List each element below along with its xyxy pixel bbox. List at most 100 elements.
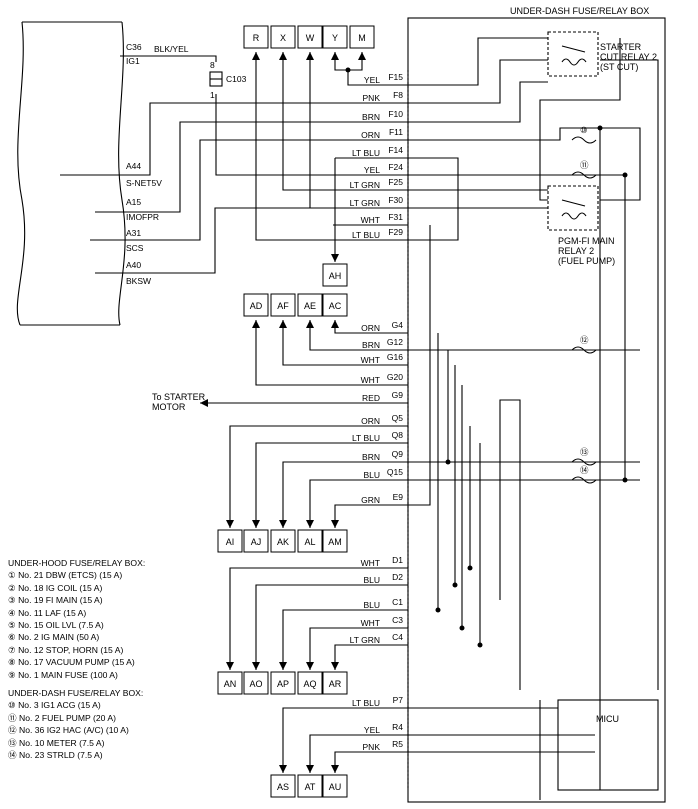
terminal-pin-label: F11 <box>389 127 403 137</box>
terminal-pin-label: F10 <box>388 109 403 119</box>
svg-text:AD: AD <box>250 301 263 311</box>
connector-AP: AP <box>270 671 296 695</box>
ecm-pin-a15: A15 <box>126 197 141 207</box>
pgmfi-label-3: (FUEL PUMP) <box>558 256 615 266</box>
terminal-pin-label: F15 <box>388 72 403 82</box>
wire-color-label: ORN <box>361 323 380 333</box>
terminal-pin-label: Q9 <box>392 449 404 459</box>
wire-color-label: PNK <box>363 93 381 103</box>
connector-AK: AK <box>270 529 296 553</box>
wire-color-label: LT BLU <box>352 148 380 158</box>
pgmfi-label-2: RELAY 2 <box>558 246 594 256</box>
wire-color-label: BLU <box>363 600 380 610</box>
starter-motor-label-1: To STARTER <box>152 392 206 402</box>
connector-AD: AD <box>243 293 269 317</box>
svg-text:AN: AN <box>224 679 237 689</box>
c103-pin-8: 8 <box>210 60 215 70</box>
connector-AI: AI <box>217 529 243 553</box>
svg-text:AC: AC <box>329 301 342 311</box>
micu-box <box>557 699 659 791</box>
svg-text:W: W <box>306 33 315 43</box>
connector-M: M <box>349 25 375 49</box>
legend-item: ⑦ No. 12 STOP, HORN (15 A) <box>8 644 124 655</box>
terminal-pin-label: G9 <box>392 390 404 400</box>
wire-color-label: LT BLU <box>352 230 380 240</box>
svg-text:AQ: AQ <box>303 679 316 689</box>
wire-color-label: WHT <box>361 558 380 568</box>
pgmfi-relay-box <box>547 185 599 231</box>
terminal-pin-label: Q5 <box>392 413 404 423</box>
svg-text:Y: Y <box>332 33 338 43</box>
terminal-pin-label: C1 <box>392 597 403 607</box>
connector-AC: AC <box>322 293 348 317</box>
terminal-pin-label: F8 <box>393 90 403 100</box>
legend-item: ⑫ No. 36 IG2 HAC (A/C) (10 A) <box>8 725 129 736</box>
svg-text:R: R <box>253 33 260 43</box>
connector-R: R <box>243 25 269 49</box>
terminal-pin-label: G12 <box>387 337 403 347</box>
fuse-13-symbol <box>571 458 597 466</box>
terminal-pin-label: F25 <box>388 177 403 187</box>
fuse-10-label: ⑩ <box>580 125 588 135</box>
svg-text:AM: AM <box>328 537 342 547</box>
connector-W: W <box>297 25 323 49</box>
pgmfi-label-1: PGM-FI MAIN <box>558 236 615 246</box>
terminal-pin-label: G4 <box>392 320 404 330</box>
wire-color-label: LT GRN <box>350 180 380 190</box>
wire-color-label: YEL <box>364 725 380 735</box>
connector-AO: AO <box>243 671 269 695</box>
svg-text:AU: AU <box>329 782 342 792</box>
legend-item: ④ No. 11 LAF (15 A) <box>8 607 87 618</box>
wire-color-label: PNK <box>363 742 381 752</box>
terminal-pin-label: F31 <box>388 212 403 222</box>
svg-text:AE: AE <box>304 301 316 311</box>
terminal-pin-label: F24 <box>388 162 403 172</box>
wire-color-label: WHT <box>361 215 380 225</box>
wire-color-label: ORN <box>361 130 380 140</box>
connector-AL: AL <box>297 529 323 553</box>
wire-color-label: BRN <box>362 112 380 122</box>
fuse-14-symbol <box>571 476 597 484</box>
wire-color-label: GRN <box>361 495 380 505</box>
connector-AT: AT <box>297 774 323 798</box>
terminal-pin-label: F29 <box>388 227 403 237</box>
wire-color-label: LT BLU <box>352 698 380 708</box>
svg-text:AL: AL <box>304 537 315 547</box>
c103-pin-1: 1 <box>210 90 215 100</box>
terminal-pin-label: D1 <box>392 555 403 565</box>
wire-color-label: BRN <box>362 452 380 462</box>
box-title: UNDER-DASH FUSE/RELAY BOX <box>510 6 649 16</box>
ecm-pin-c36: C36 <box>126 42 142 52</box>
legend-item: ⑪ No. 2 FUEL PUMP (20 A) <box>8 712 116 723</box>
fuse-12-symbol <box>571 346 597 354</box>
legend-item: ⑭ No. 23 STRLD (7.5 A) <box>8 750 103 761</box>
legend-item: ⑧ No. 17 VACUUM PUMP (15 A) <box>8 657 135 668</box>
wire-color-label: BRN <box>362 340 380 350</box>
svg-text:X: X <box>280 33 286 43</box>
wire-color-label: ORN <box>361 416 380 426</box>
terminal-pin-label: Q15 <box>387 467 403 477</box>
wire-color-label: YEL <box>364 165 380 175</box>
legend-item: ⑥ No. 2 IG MAIN (50 A) <box>8 632 100 643</box>
ecm-signal-imofpr: IMOFPR <box>126 212 159 222</box>
ecm-right-edge <box>118 21 126 326</box>
ecm-pin-a31: A31 <box>126 228 141 238</box>
connector-AJ: AJ <box>243 529 269 553</box>
wire-color-label: RED <box>362 393 380 403</box>
ecm-signal-scs: SCS <box>126 243 144 253</box>
terminal-pin-label: R4 <box>392 722 403 732</box>
wire-color-label: BLU <box>363 470 380 480</box>
legend-under-hood: UNDER-HOOD FUSE/RELAY BOX: ① No. 21 DBW … <box>8 557 145 681</box>
svg-text:AJ: AJ <box>251 537 262 547</box>
terminal-pin-label: C3 <box>392 615 403 625</box>
wire-color-label: WHT <box>361 375 380 385</box>
connector-AH: AH <box>322 263 348 287</box>
svg-text:M: M <box>358 33 366 43</box>
connector-AS: AS <box>270 774 296 798</box>
ecm-signal-snet5v: S-NET5V <box>126 178 162 188</box>
wire-blk-yel: BLK/YEL <box>154 44 189 54</box>
under-dash-box <box>407 17 666 803</box>
wire-color-label: WHT <box>361 355 380 365</box>
terminal-pin-label: R5 <box>392 739 403 749</box>
